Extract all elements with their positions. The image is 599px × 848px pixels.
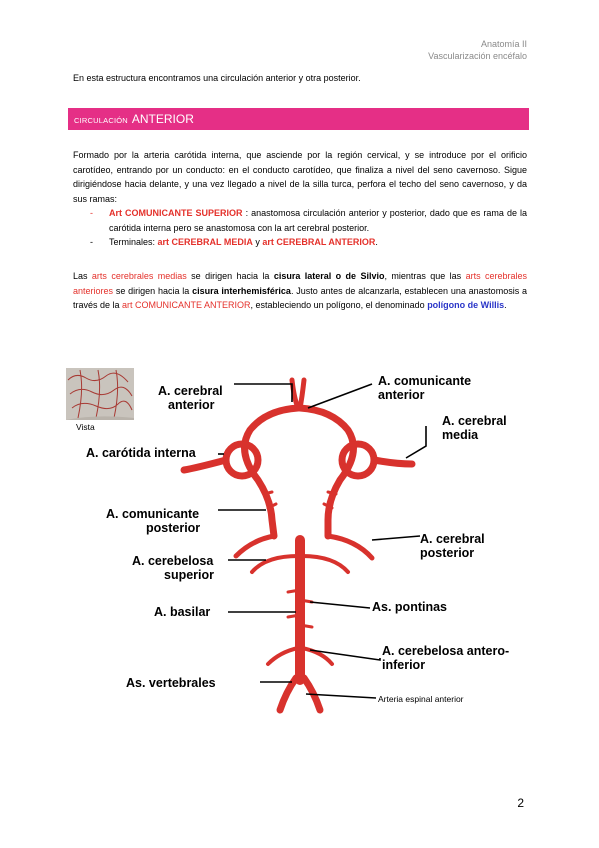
- label-line: media: [442, 428, 479, 442]
- paragraph-2: Las arts cerebrales medias se dirigen ha…: [73, 269, 527, 313]
- label-line: A. cerebral: [158, 384, 223, 398]
- arteries: [180, 377, 416, 714]
- label-line: A. comunicante: [106, 507, 200, 521]
- label-line: anterior: [168, 398, 215, 412]
- label-line: A. cerebral: [442, 414, 507, 428]
- page-number: 2: [517, 796, 524, 810]
- branch-list: - Art COMUNICANTE SUPERIOR : anastomosa …: [73, 206, 527, 250]
- list-item-text: : anastomosa circulación anterior y post…: [109, 208, 527, 233]
- label-line: A. cerebelosa antero-: [382, 644, 510, 658]
- label-line: posterior: [146, 521, 201, 535]
- header-course: Anatomía II: [480, 39, 527, 49]
- bullet-dash: -: [90, 237, 93, 247]
- label-line: A. cerebral: [420, 532, 485, 546]
- section-heading-prefix: CIRCULACIÓN: [74, 116, 128, 125]
- label-line: superior: [164, 568, 215, 582]
- label-pontinas: As. pontinas: [372, 600, 448, 614]
- label-cerebral-posterior: A. cerebral posterior: [420, 532, 485, 560]
- list-item-prefix: Terminales:: [109, 237, 158, 247]
- text-run: se dirigen hacia la: [113, 285, 193, 296]
- term-arts-cerebrales-anteriores: arts cerebrales anteriores: [73, 271, 528, 296]
- label-line: inferior: [382, 658, 426, 672]
- label-line: A. cerebelosa: [132, 554, 214, 568]
- label-carotida-interna: A. carótida interna: [86, 446, 196, 460]
- term-arts-cerebrales-medias: arts cerebrales medias: [91, 271, 187, 281]
- term-comunicante-superior: Art COMUNICANTE SUPERIOR: [109, 208, 243, 218]
- text-run: . Justo antes de alcanzarla, establecen …: [73, 285, 527, 311]
- label-comunicante-posterior: A. comunicante posterior: [106, 507, 200, 535]
- paragraph-1: Formado por la arteria carótida interna,…: [73, 150, 527, 204]
- term-poligono-willis: polígono de Willis: [427, 300, 505, 310]
- header-topic: Vascularización encéfalo: [428, 51, 527, 61]
- list-item: - Terminales: art CEREBRAL MEDIA y art C…: [73, 235, 527, 250]
- label-basilar: A. basilar: [154, 605, 211, 619]
- label-line: A. comunicante: [378, 374, 472, 388]
- term-comunicante-anterior: art COMUNICANTE ANTERIOR: [122, 300, 251, 310]
- label-espinal-anterior: Arteria espinal anterior: [378, 694, 464, 704]
- label-comunicante-anterior: A. comunicante anterior: [378, 374, 471, 402]
- label-vertebrales: As. vertebrales: [126, 676, 216, 690]
- label-cerebral-media: A. cerebral media: [442, 414, 507, 442]
- list-item-join: y: [252, 237, 263, 247]
- willis-figure: Vista A. cerebral anterior A. comunicant…: [66, 360, 536, 720]
- text-run: , mientras que las: [384, 271, 466, 281]
- leader-lines: [218, 383, 427, 699]
- text-run: Las: [73, 271, 92, 281]
- label-cerebral-anterior: A. cerebral anterior: [158, 384, 223, 412]
- label-vista: Vista: [76, 422, 95, 432]
- text-run: , estableciendo un polígono, el denomina…: [250, 300, 428, 310]
- label-cerebelosa-superior: A. cerebelosa superior: [132, 554, 214, 582]
- text-run: .: [504, 300, 507, 310]
- label-line: posterior: [420, 546, 475, 560]
- list-item-end: .: [375, 237, 378, 247]
- term-cerebral-media: art CEREBRAL MEDIA: [157, 237, 253, 247]
- arterial-diagram: [66, 368, 427, 714]
- label-cerebelosa-antero-inferior: A. cerebelosa antero- inferior: [382, 644, 509, 672]
- intro-text: En esta estructura encontramos una circu…: [73, 73, 361, 83]
- list-item: - Art COMUNICANTE SUPERIOR : anastomosa …: [73, 206, 527, 235]
- paragraph-carotid: Formado por la arteria carótida interna,…: [73, 148, 527, 250]
- running-header: Anatomía II Vascularización encéfalo: [428, 38, 527, 62]
- brain-thumbnail: [66, 368, 134, 420]
- term-cisura-interhemisferica: cisura interhemisférica: [192, 285, 291, 296]
- label-line: anterior: [378, 388, 425, 402]
- bullet-dash: -: [90, 208, 93, 218]
- section-heading-title: ANTERIOR: [131, 112, 194, 126]
- term-cerebral-anterior: art CEREBRAL ANTERIOR: [262, 237, 376, 247]
- text-run: se dirigen hacia la: [186, 271, 274, 281]
- term-cisura-silvio: cisura lateral o de Silvio: [273, 271, 385, 281]
